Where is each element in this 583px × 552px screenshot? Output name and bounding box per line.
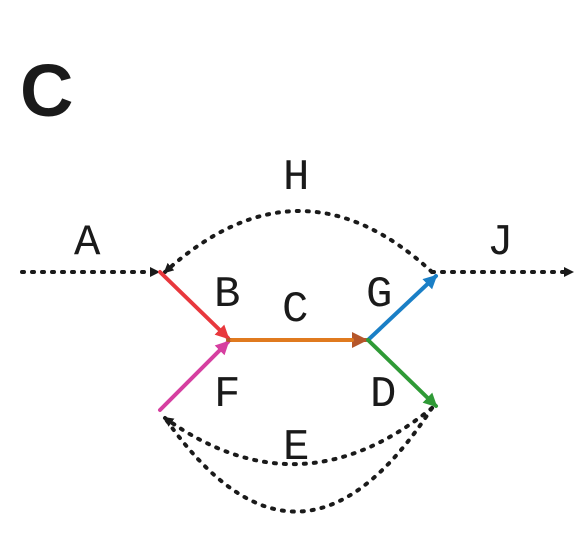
- label-h: H: [283, 153, 309, 203]
- edge-g: [366, 274, 438, 342]
- label-a: A: [74, 218, 101, 268]
- label-j: J: [487, 218, 513, 268]
- edge-b: [158, 270, 230, 340]
- label-e: E: [283, 423, 309, 473]
- edge-d: [366, 338, 438, 408]
- label-f: F: [214, 370, 240, 420]
- label-b: B: [214, 270, 240, 320]
- label-c: C: [282, 285, 308, 335]
- panel-letter: C: [20, 49, 73, 132]
- edge-f: [158, 340, 230, 412]
- label-g: G: [366, 270, 392, 320]
- edge-e-inner: [163, 406, 434, 466]
- edge-h: [163, 209, 434, 274]
- edge-e-outer: [163, 406, 434, 514]
- label-d: D: [370, 370, 396, 420]
